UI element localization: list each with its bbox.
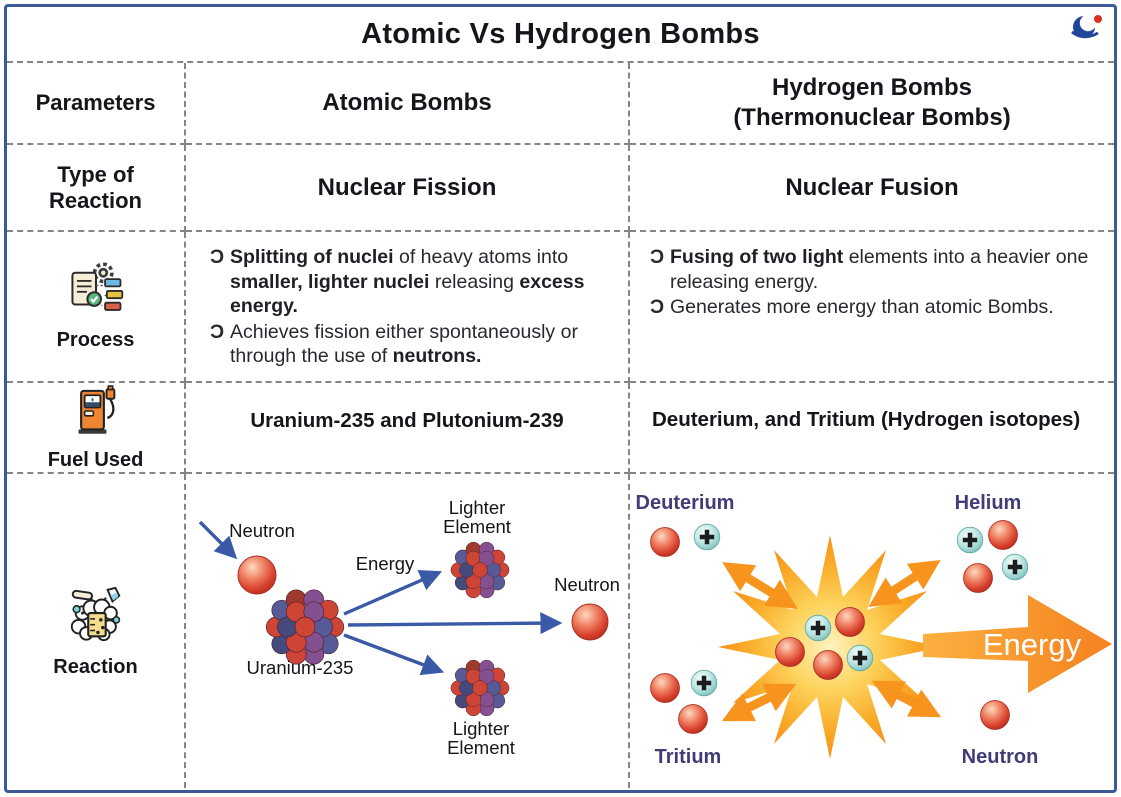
type-atomic-value: Nuclear Fission (317, 173, 497, 201)
tritium-proton-sphere (690, 669, 718, 697)
fuel-pump-icon (68, 383, 124, 444)
bullet-text: Generates more energy than atomic Bombs. (670, 296, 1054, 319)
helium-proton-sphere-2 (1001, 553, 1029, 581)
row-type-label: Type of Reaction (7, 145, 186, 232)
energy-arrow (923, 595, 1112, 693)
uranium-nucleus (265, 589, 345, 665)
helium-neutron-sphere-1 (988, 520, 1018, 550)
process-label: Process (56, 329, 135, 351)
fusion-neutron-label: Neutron (962, 746, 1039, 768)
core-neutron-sphere-1 (835, 607, 865, 637)
reaction-label: Reaction (53, 655, 138, 678)
fuel-atomic-value: Uranium-235 and Plutonium-239 (250, 408, 564, 432)
fusion-energy-label: Energy (983, 627, 1082, 662)
fuel-hydrogen-value: Deuterium, and Tritium (Hydrogen isotope… (652, 408, 1081, 432)
lighter-element-top-nucleus (450, 541, 510, 599)
helium-neutron-sphere-2 (963, 563, 993, 593)
brand-logo (1071, 14, 1102, 39)
fuel-label: Fuel Used (47, 449, 144, 471)
row-fuel-label: Fuel Used (7, 383, 186, 474)
type-label-line2: Reaction (49, 187, 142, 213)
fusion-diagram-cell: Energy (630, 474, 1114, 788)
fission-energy-label: Energy (356, 553, 415, 574)
title-bar: Atomic Vs Hydrogen Bombs (7, 7, 1114, 63)
header-hydrogen: Hydrogen Bombs (Thermonuclear Bombs) (630, 63, 1114, 145)
type-atomic-cell: Nuclear Fission (186, 145, 630, 232)
outer-frame: Atomic Vs Hydrogen Bombs Parameters Atom… (4, 4, 1117, 793)
tritium-neutron-sphere-2 (678, 704, 708, 734)
bullet-text: Achieves fission either spontaneously or… (230, 320, 578, 368)
comparison-table: Parameters Atomic Bombs Hydrogen Bombs (… (7, 63, 1114, 788)
fission-neutron-out-label: Neutron (554, 574, 620, 595)
header-atomic-label: Atomic Bombs (322, 89, 492, 116)
fission-uranium-label: Uranium-235 (247, 657, 354, 678)
header-atomic: Atomic Bombs (186, 63, 630, 145)
burst-arrow-upper-left (722, 562, 798, 609)
row-process-label: Process (7, 232, 186, 383)
fusion-diagram: Energy (636, 492, 1112, 768)
fission-neutron-in-label: Neutron (229, 520, 295, 541)
deuterium-proton-sphere (693, 523, 721, 551)
type-hydrogen-value: Nuclear Fusion (785, 173, 959, 201)
header-parameters-label: Parameters (35, 90, 156, 115)
core-neutron-sphere-2 (775, 637, 805, 667)
fission-lighter-top-line2: Element (443, 516, 511, 537)
type-label-line1: Type of (57, 161, 134, 187)
fission-lighter-bottom-line1: Lighter (453, 718, 510, 739)
fusion-deuterium-label: Deuterium (636, 492, 735, 514)
fission-diagram-cell: Neutron Uranium-235 Energy Lighter Eleme… (186, 474, 630, 788)
row-reaction-label: Reaction (7, 474, 186, 788)
core-proton-sphere-1 (804, 614, 832, 642)
fission-diagram: Neutron Uranium-235 Energy Lighter Eleme… (198, 497, 620, 758)
fission-lighter-top-line1: Lighter (449, 497, 506, 518)
bullet-glyph: Ɔ (650, 296, 665, 319)
bullet-text: Splitting of nuclei of heavy atoms into … (230, 246, 585, 318)
header-hydrogen-line2: (Thermonuclear Bombs) (733, 104, 1011, 131)
deuterium-neutron-sphere (650, 527, 680, 557)
burst-arrow-lower-right (871, 680, 942, 718)
type-hydrogen-cell: Nuclear Fusion (630, 145, 1114, 232)
header-hydrogen-line1: Hydrogen Bombs (771, 74, 972, 101)
fuel-hydrogen-cell: Deuterium, and Tritium (Hydrogen isotope… (630, 383, 1114, 474)
neutron-out-sphere (571, 603, 609, 641)
fission-lighter-bottom-line2: Element (447, 737, 515, 758)
neutron-in-sphere (237, 555, 277, 595)
core-neutron-sphere-3 (813, 650, 843, 680)
bullet-glyph: Ɔ (210, 246, 225, 268)
burst-arrow-lower-left (721, 683, 797, 722)
fusion-tritium-label: Tritium (655, 746, 722, 768)
fusion-helium-label: Helium (955, 492, 1022, 514)
burst-arrow-upper-right (868, 560, 941, 607)
bullet-text: Fusing of two light elements into a heav… (670, 246, 1089, 293)
helium-proton-sphere-1 (956, 526, 984, 554)
header-parameters: Parameters (7, 63, 186, 145)
lighter-element-bottom-nucleus (450, 659, 510, 717)
explosion-starburst (718, 535, 942, 759)
process-icon (67, 261, 125, 324)
bullet-glyph: Ɔ (210, 320, 225, 343)
fusion-neutron-sphere (980, 700, 1010, 730)
chemistry-beaker-icon (65, 584, 127, 651)
tritium-neutron-sphere-1 (650, 673, 680, 703)
page-title: Atomic Vs Hydrogen Bombs (361, 17, 760, 50)
bullet-glyph: Ɔ (650, 246, 665, 268)
core-proton-sphere-2 (846, 644, 874, 672)
fuel-atomic-cell: Uranium-235 and Plutonium-239 (186, 383, 630, 474)
